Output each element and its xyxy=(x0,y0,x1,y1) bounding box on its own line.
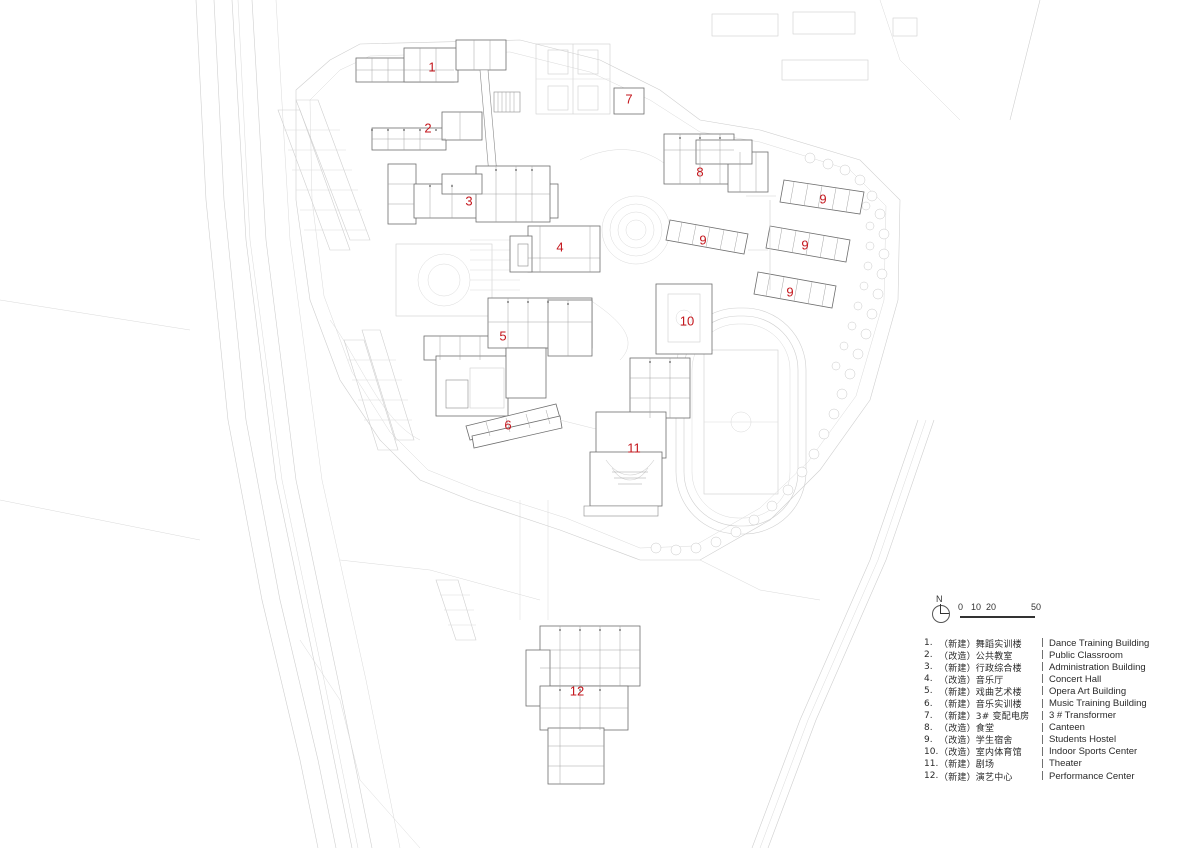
legend-row: 12. （新建）演艺中心 | Performance Center xyxy=(924,770,1135,783)
scale-bar: 0 10 20 50 xyxy=(958,602,1048,626)
legend-row: 7. （新建）3# 变配电房 | 3 # Transformer xyxy=(924,710,1117,723)
legend-row: 1. （新建）舞蹈实训楼 | Dance Training Building xyxy=(924,637,1150,650)
legend-row: 3. （新建）行政综合楼 | Administration Building xyxy=(924,661,1146,674)
legend-row: 9. （改造）学生宿舍 | Students Hostel xyxy=(924,734,1117,747)
scale-tick-0: 0 xyxy=(958,602,964,612)
label-building-9-left: 9 xyxy=(699,233,706,248)
label-building-3: 3 xyxy=(465,194,472,209)
label-building-2: 2 xyxy=(424,121,431,136)
label-building-11: 11 xyxy=(627,441,641,456)
buildings xyxy=(355,39,865,785)
label-building-5: 5 xyxy=(499,329,506,344)
tree-ring xyxy=(650,152,890,556)
legend-row: 4. （改造）音乐厅 | Concert Hall xyxy=(924,673,1102,686)
context-buildings xyxy=(711,11,918,81)
label-building-9-mid: 9 xyxy=(801,238,808,253)
courts xyxy=(535,43,611,115)
north-label: N xyxy=(936,594,943,604)
label-building-7: 7 xyxy=(625,92,632,107)
site-boundary xyxy=(295,39,901,561)
map-legend: 1. （新建）舞蹈实训楼 | Dance Training Building 2… xyxy=(924,637,1174,783)
parking-strips xyxy=(277,99,477,641)
road-lines xyxy=(0,0,1041,848)
legend-row: 8. （改造）食堂 | Canteen xyxy=(924,722,1085,735)
label-building-8: 8 xyxy=(696,165,703,180)
legend-row: 11. （新建）剧场 | Theater xyxy=(924,758,1082,771)
label-building-9-lower: 9 xyxy=(786,285,793,300)
sports-field xyxy=(675,307,807,535)
building-labels: 1 2 3 4 5 6 7 8 9 9 9 9 10 11 12 xyxy=(424,60,826,699)
legend-row: 6. （新建）音乐实训楼 | Music Training Building xyxy=(924,698,1147,711)
north-arrow-icon: N xyxy=(930,594,954,626)
label-building-6: 6 xyxy=(504,418,511,433)
legend-row: 5. （新建）戏曲艺术楼 | Opera Art Building xyxy=(924,685,1127,698)
label-building-12: 12 xyxy=(570,684,584,699)
legend-row: 10. （改造）室内体育馆 | Indoor Sports Center xyxy=(924,746,1138,759)
label-building-4: 4 xyxy=(556,240,563,255)
label-building-9-upper: 9 xyxy=(819,192,826,207)
label-building-10: 10 xyxy=(680,314,694,329)
legend-row: 2. （改造）公共教室 | Public Classroom xyxy=(924,649,1123,662)
column-dots xyxy=(371,129,721,691)
scale-tick-50: 50 xyxy=(1031,602,1042,612)
scale-tick-10: 10 xyxy=(971,602,982,612)
scale-tick-20: 20 xyxy=(986,602,997,612)
label-building-1: 1 xyxy=(428,60,435,75)
